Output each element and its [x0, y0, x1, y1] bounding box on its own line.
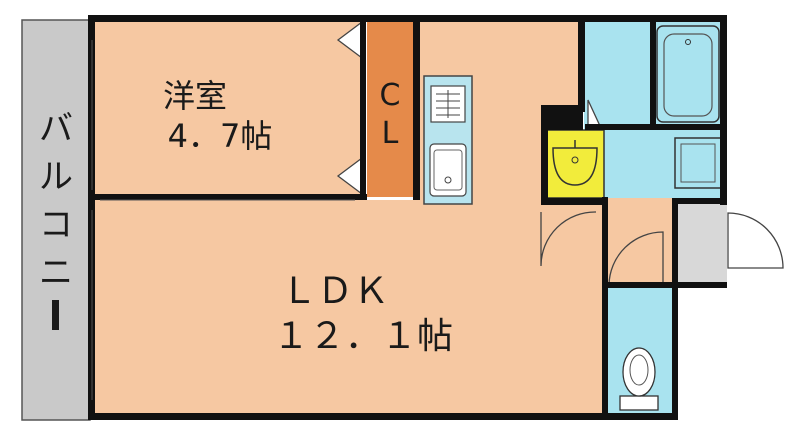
western-room-name: 洋室: [163, 77, 227, 115]
western-room-label: 洋室 4．7帖: [163, 77, 272, 155]
bathtub-icon: [656, 25, 720, 123]
washing-machine-pan-icon: [674, 137, 722, 189]
doors: [336, 20, 784, 286]
balcony-char-4: ニ: [39, 253, 73, 293]
closet: [367, 20, 415, 197]
ldk-door-swing: [540, 211, 597, 267]
balcony-label: バ ル コ ニ: [39, 109, 73, 330]
closet-label-top: C: [380, 78, 401, 113]
balcony-char-3: コ: [39, 205, 73, 245]
kitchen-counter: [423, 75, 473, 205]
floor-fills: [94, 20, 727, 415]
western-room-floor: [94, 20, 362, 197]
entrance-door-swing: [727, 212, 784, 269]
ldk-name: ＬＤＫ: [281, 271, 389, 312]
ldk-size: １２．１帖: [273, 316, 453, 357]
kitchen-sink-icon: [429, 143, 467, 197]
ldk-label: ＬＤＫ １２．１帖: [273, 271, 453, 357]
balcony-long-vowel-mark: [52, 300, 59, 330]
washbasin-icon: [552, 140, 598, 186]
toilet-icon: [619, 347, 659, 411]
western-room-size: 4．7帖: [168, 117, 273, 155]
closet-label-bottom: L: [382, 116, 399, 151]
walls: [88, 15, 727, 420]
windows: [91, 40, 355, 400]
entrance-floor: [675, 200, 727, 287]
closet-label: C L: [380, 78, 401, 151]
hallway-door-swing: [608, 231, 664, 286]
stove-icon: [430, 85, 466, 123]
ldk-floor: [94, 200, 606, 415]
balcony: バ ル コ ニ: [21, 19, 91, 421]
balcony-char-1: バ: [39, 109, 73, 149]
balcony-char-2: ル: [39, 157, 73, 197]
